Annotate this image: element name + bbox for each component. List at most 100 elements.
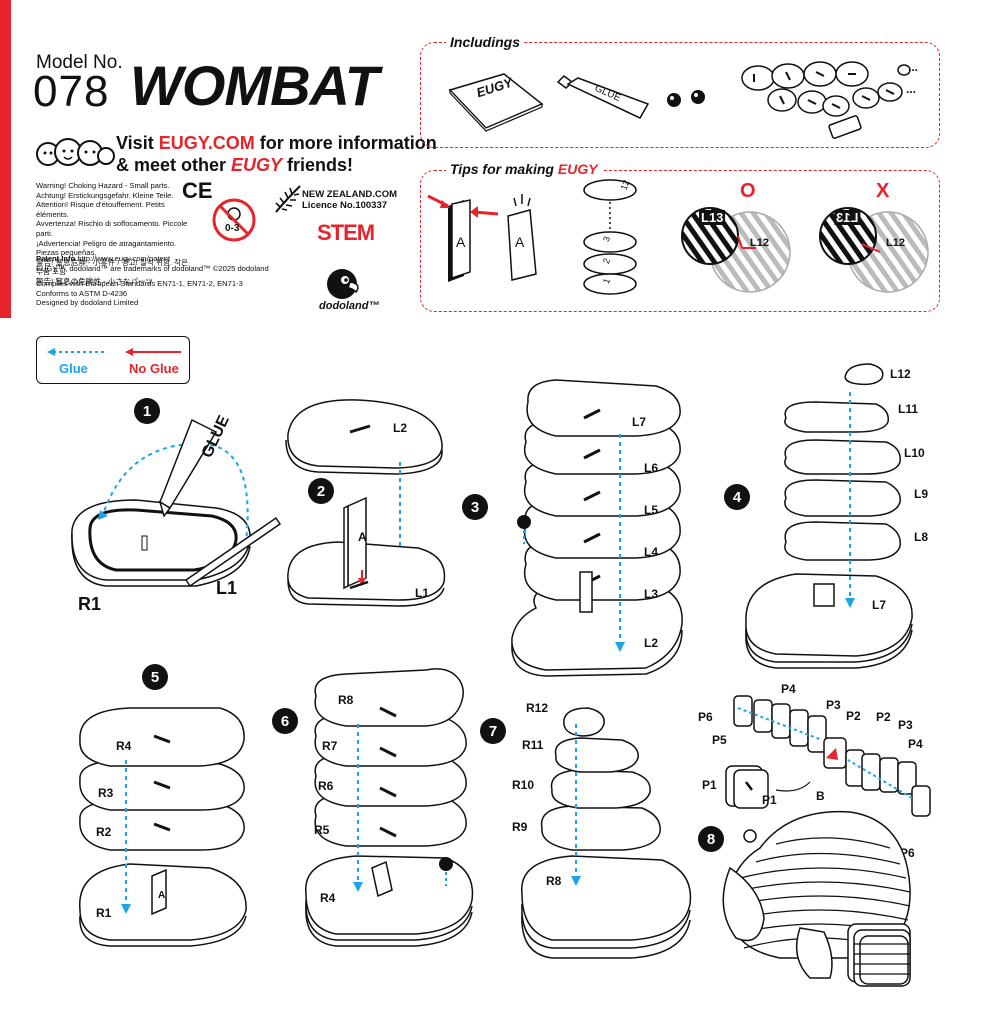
model-label: Model No. [36,52,123,73]
step6-r6-label: R6 [318,779,334,793]
step1-illustration [71,418,282,588]
no-glue-arrow-icon [125,348,181,356]
step6-r4-label: R4 [320,891,336,905]
step2-l1-label: L1 [415,586,430,600]
parts-discs-icon [741,61,911,139]
step4-illustration [745,363,913,669]
step8-wombat-illustration [722,810,911,987]
step-number-6: 6 [272,708,298,734]
step4-l11-label: L11 [898,402,919,416]
tips-title: Tips for making EUGY [446,161,602,177]
tip-correct-mark: O [740,180,756,202]
step7-r10-label: R10 [512,778,535,792]
step4-l12-label: L12 [890,367,911,381]
step4-l10-label: L10 [904,446,925,460]
step6-r8-label: R8 [338,693,354,707]
tip-discs-icon [583,179,637,295]
warning-list: Warning! Choking Hazard - Small parts. A… [36,181,189,286]
step3-l5-label: L5 [644,503,659,517]
step4-l7-label: L7 [872,598,887,612]
red-side-bar [0,0,11,318]
step5-r1-label: R1 [96,906,112,920]
step4-l8-label: L8 [914,530,929,544]
glue-arrow-icon [47,348,105,356]
step8-b-label: B [816,789,825,803]
step2-illustration [285,399,446,607]
step1-l1-label: L1 [216,578,238,598]
step5-illustration [79,707,247,947]
step8-p1-left-label: P1 [702,778,717,792]
step-number-8: 8 [698,826,724,852]
step8-p4-left-label: P4 [781,682,796,696]
step-number-7: 7 [480,718,506,744]
dodoland-logo: dodoland™ [319,300,380,312]
eugy-faces-icon [36,138,115,166]
ce-mark: CE [182,178,213,203]
step3-l4-label: L4 [644,545,659,559]
tip-wrong-mark: X [876,180,890,202]
tip-wrong-top-label: L13 [834,210,861,225]
step8-p3-right-label: P3 [898,718,913,732]
tip-wrong-bottom-label: L12 [886,237,905,249]
tip-correct-alignment-icon [681,207,791,293]
step8-p2-right-label: P2 [876,710,891,724]
tip-card-letter: A [456,234,466,250]
step8-p5-left-label: P5 [712,733,727,747]
trademark-text: EUGY™, dodoland™ are trademarks of dodol… [36,264,269,273]
step8-p2-left-label: P2 [846,709,861,723]
step-number-4: 4 [724,484,750,510]
stem-logo: STEM [317,220,375,245]
glue-tube-icon [556,75,650,119]
tip-card-done-letter: A [515,234,525,250]
legend-box: Glue No Glue [36,336,190,384]
step7-r12-label: R12 [526,701,549,715]
step1-r1-label: R1 [78,594,102,614]
step5-r3-label: R3 [98,786,114,800]
step7-r9-label: R9 [512,820,528,834]
step3-l7-label: L7 [632,415,647,429]
nz-license: NEW ZEALAND.COM Licence No.100337 [302,189,397,211]
step7-r11-label: R11 [522,738,544,752]
step-number-3: 3 [462,494,488,520]
step3-l2-label: L2 [644,636,659,650]
model-number: 078 [33,67,110,116]
dodo-bird-icon [327,269,359,299]
eyes-icon [667,90,705,107]
step8-p4-right-label: P4 [908,737,923,751]
parts-ellipsis-bottom: ... [906,82,917,96]
step6-r7-label: R7 [322,739,338,753]
step3-l6-label: L6 [644,461,659,475]
legend-glue-label: Glue [59,361,88,376]
step-number-2: 2 [308,478,334,504]
step5-r4-label: R4 [116,739,132,753]
booklet-icon [448,73,544,132]
step4-l9-label: L9 [914,487,929,501]
step3-illustration [511,379,683,677]
step8-p6-left-label: P6 [698,710,713,724]
step-number-1: 1 [134,398,160,424]
parts-ellipsis-top: ... [908,60,919,74]
model-name: WOMBAT [130,54,379,117]
tip-card-done-icon [507,194,537,281]
tip-correct-bottom-label: L12 [750,237,769,249]
step7-r8-label: R8 [546,874,562,888]
legend-no-glue-label: No Glue [129,361,179,376]
step6-illustration [305,668,474,947]
step7-illustration [521,707,692,959]
step5-a-label: A [158,890,166,901]
includings-title: Includings [446,34,524,50]
step5-r2-label: R2 [96,825,112,839]
age-warning-icon: 0-3 [212,198,256,242]
compliance-text: Complies with European Standards EN71-1,… [36,279,243,298]
visit-text: Visit EUGY.COM for more information & me… [116,133,437,175]
fern-icon [275,185,301,213]
tips-panel [420,170,940,312]
designer-text: Designed by dodoland Limited [36,298,139,307]
step2-a-label: A [358,530,367,544]
step6-r5-label: R5 [314,823,330,837]
includings-panel [420,42,940,148]
step2-l2-label: L2 [393,421,408,435]
tip-card-press-icon [427,194,499,282]
step-number-5: 5 [142,664,168,690]
step3-l3-label: L3 [644,587,659,601]
